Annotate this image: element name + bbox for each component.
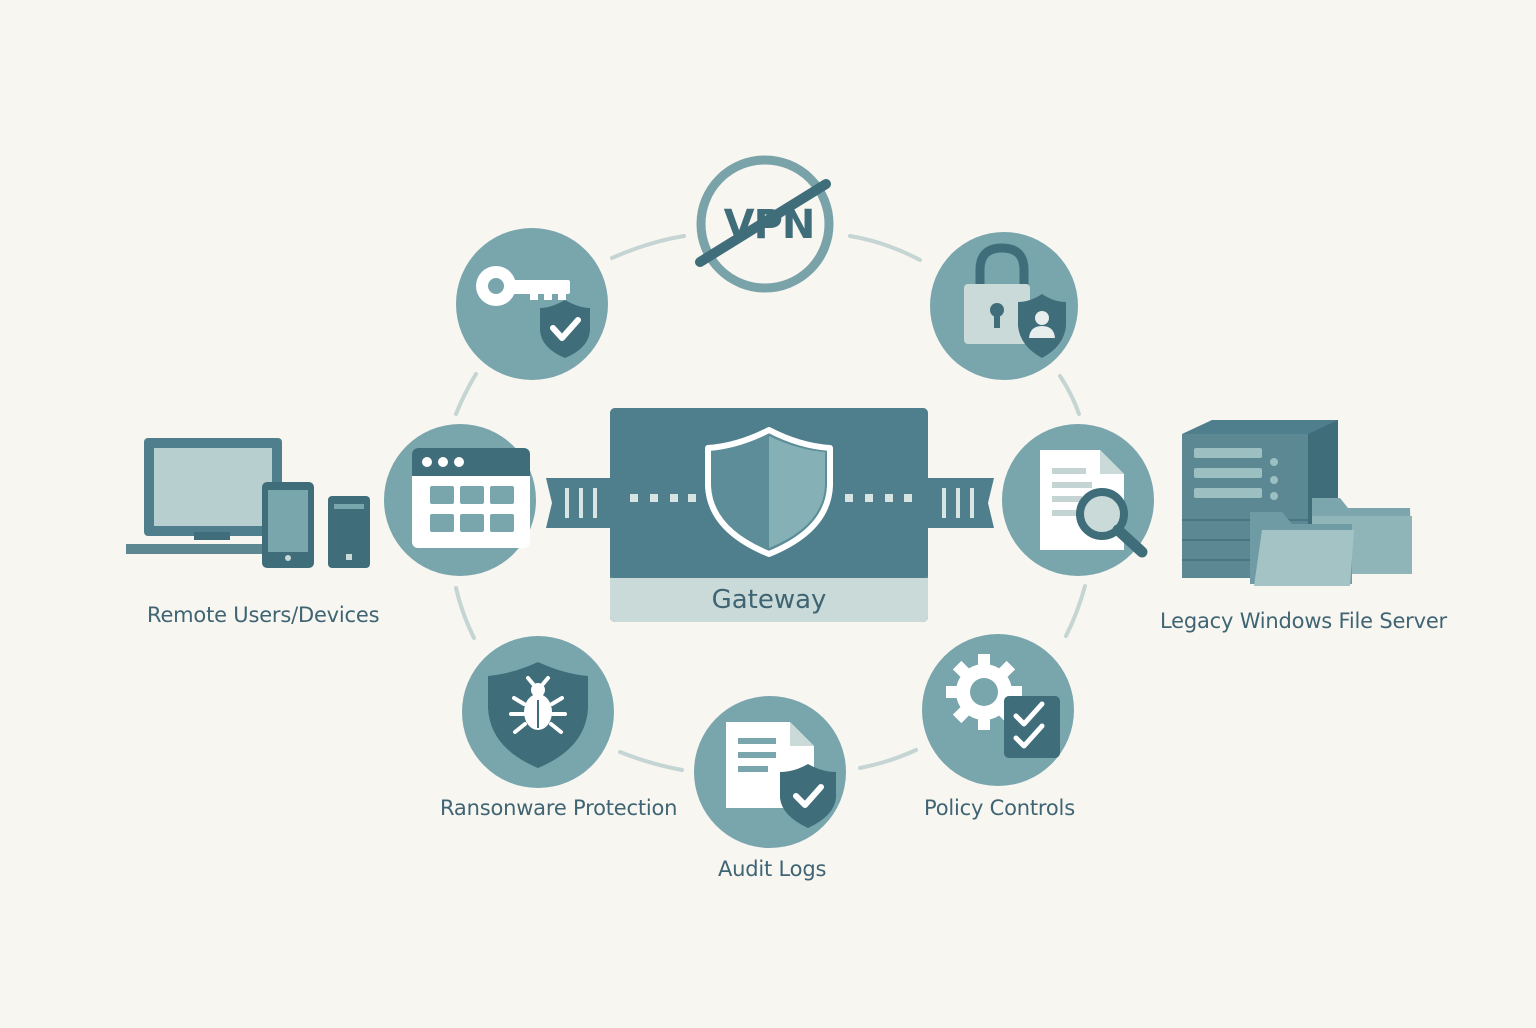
document-search-icon <box>1002 424 1154 576</box>
gateway-connector-left <box>546 478 612 528</box>
key-shield-icon <box>456 228 608 380</box>
audit-logs-label: Audit Logs <box>718 857 827 881</box>
file-server-label: Legacy Windows File Server <box>1160 609 1447 633</box>
gateway-connector-right <box>926 478 994 528</box>
lock-user-icon <box>930 232 1078 380</box>
bug-shield-icon <box>462 636 614 788</box>
gear-checklist-icon <box>922 634 1074 786</box>
vpn-text: VPN <box>723 202 816 248</box>
gateway-dash-right <box>845 494 912 502</box>
document-shield-icon <box>694 696 846 848</box>
shield-icon <box>705 427 833 557</box>
gateway-box <box>610 408 928 622</box>
server-folder-icon <box>1182 420 1412 586</box>
app-grid-icon <box>384 424 536 576</box>
policy-controls-label: Policy Controls <box>924 796 1075 820</box>
gateway-label: Gateway <box>711 585 827 615</box>
remote-users-label: Remote Users/Devices <box>147 603 380 627</box>
laptop-phone-icon <box>126 438 370 568</box>
ring-connectors <box>454 234 1087 772</box>
gateway-dash-left <box>630 494 696 502</box>
no-vpn-icon <box>695 155 834 293</box>
ransomware-label: Ransonware Protection <box>440 796 678 820</box>
